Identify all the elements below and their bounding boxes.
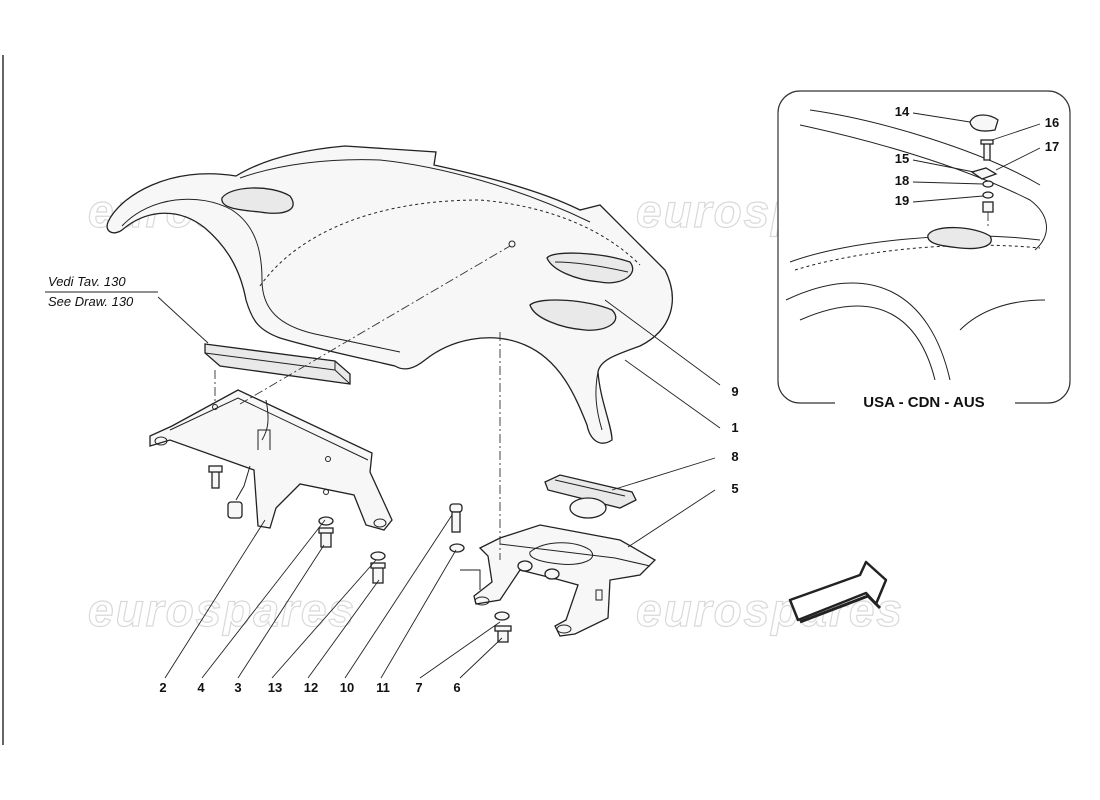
brake-light-assembly (149, 343, 393, 531)
callout-4: 4 (197, 680, 205, 695)
callout-8: 8 (731, 449, 738, 464)
callout-14: 14 (895, 104, 910, 119)
callout-11: 11 (376, 680, 390, 695)
front-direction-arrow-icon (788, 560, 888, 624)
watermark-text: eurospares (88, 584, 356, 636)
callout-18: 18 (895, 173, 909, 188)
mounting-point-marker (508, 240, 516, 248)
callout-12: 12 (304, 680, 318, 695)
callout-1: 1 (731, 420, 738, 435)
speaker-assembly (239, 245, 657, 637)
callout-13: 13 (268, 680, 282, 695)
callout-6: 6 (453, 680, 460, 695)
inset-region-label: USA - CDN - AUS (863, 394, 984, 411)
callout-3: 3 (234, 680, 241, 695)
callout-19: 19 (895, 193, 909, 208)
leader-lines (45, 112, 1041, 679)
fasteners-right (449, 503, 512, 643)
inset-usa-cdn-aus: USA - CDN - AUS (777, 90, 1071, 411)
callout-17: 17 (1045, 139, 1059, 154)
callout-7: 7 (415, 680, 422, 695)
callout-9: 9 (731, 384, 738, 399)
callout-2: 2 (159, 680, 166, 695)
reference-see-draw: See Draw. 130 (48, 294, 134, 309)
callout-16: 16 (1045, 115, 1059, 130)
callout-15: 15 (895, 151, 909, 166)
callout-labels: 1 2 3 4 5 6 7 8 9 10 11 12 13 14 15 16 1… (159, 104, 1059, 695)
reference-vedi-tav: Vedi Tav. 130 (48, 274, 126, 289)
callout-10: 10 (340, 680, 354, 695)
callout-5: 5 (731, 481, 738, 496)
inset-frame (777, 90, 1071, 404)
rear-cover-panel (106, 145, 673, 444)
